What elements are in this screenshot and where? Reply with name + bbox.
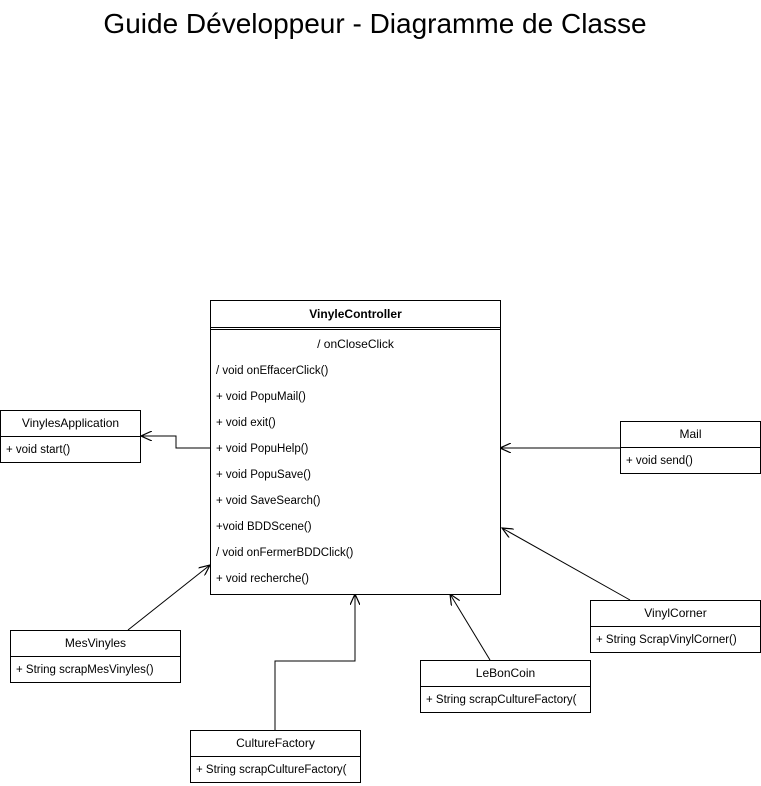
edge-leboncoin-to-controller: [450, 594, 491, 661]
class-name: LeBonCoin: [421, 661, 590, 687]
method-list: + String ScrapVinylCorner(): [591, 627, 760, 653]
method-row: + String scrapMesVinyles(): [16, 664, 154, 676]
class-name: Mail: [621, 422, 760, 448]
method-row: + void PopuMail(): [216, 391, 306, 403]
method-list: + String scrapCultureFactory(: [191, 757, 360, 783]
method-row: + void SaveSearch(): [216, 495, 321, 507]
method-row: + void PopuHelp(): [216, 443, 309, 455]
class-name: VinylCorner: [591, 601, 760, 627]
method-row: + void recherche(): [216, 573, 309, 585]
class-name: MesVinyles: [11, 631, 180, 657]
method-row: / void onFermerBDDClick(): [216, 547, 354, 559]
class-name: VinylesApplication: [1, 411, 140, 437]
edge-controller-to-application: [141, 436, 210, 449]
class-name: VinyleController: [211, 301, 500, 330]
method-row: + void exit(): [216, 417, 276, 429]
method-row: + void send(): [626, 455, 693, 467]
method-row: + String ScrapVinylCorner(): [596, 634, 737, 646]
method-row: +void BDDScene(): [216, 521, 312, 533]
class-vinylecontroller[interactable]: VinyleController / onCloseClick / void o…: [210, 300, 501, 595]
class-attribute: / onCloseClick: [317, 337, 394, 351]
diagram-title: Guide Développeur - Diagramme de Classe: [103, 8, 647, 39]
method-list: + void send(): [621, 448, 760, 474]
method-row: + String scrapCultureFactory(: [196, 764, 347, 776]
method-row: / void onEffacerClick(): [216, 365, 329, 377]
method-list: + String scrapCultureFactory(: [421, 687, 590, 713]
class-leboncoin[interactable]: LeBonCoin + String scrapCultureFactory(: [420, 660, 591, 713]
class-vinylesapplication[interactable]: VinylesApplication + void start(): [0, 410, 141, 463]
class-culturefactory[interactable]: CultureFactory + String scrapCultureFact…: [190, 730, 361, 783]
edge-mesvinyles-to-controller: [127, 565, 210, 631]
class-mesvinyles[interactable]: MesVinyles + String scrapMesVinyles(): [10, 630, 181, 683]
class-name: CultureFactory: [191, 731, 360, 757]
method-list: + String scrapMesVinyles(): [11, 657, 180, 683]
method-row: + void PopuSave(): [216, 469, 311, 481]
method-row: + void start(): [6, 444, 71, 456]
method-row: + String scrapCultureFactory(: [426, 694, 577, 706]
class-vinylcorner[interactable]: VinylCorner + String ScrapVinylCorner(): [590, 600, 761, 653]
class-mail[interactable]: Mail + void send(): [620, 421, 761, 474]
edge-culturefactory-to-controller: [274, 594, 355, 730]
edge-vinylcorner-to-controller: [502, 528, 631, 601]
method-list: + void start(): [1, 437, 140, 463]
method-list: / void onEffacerClick() + void PopuMail(…: [211, 358, 500, 592]
